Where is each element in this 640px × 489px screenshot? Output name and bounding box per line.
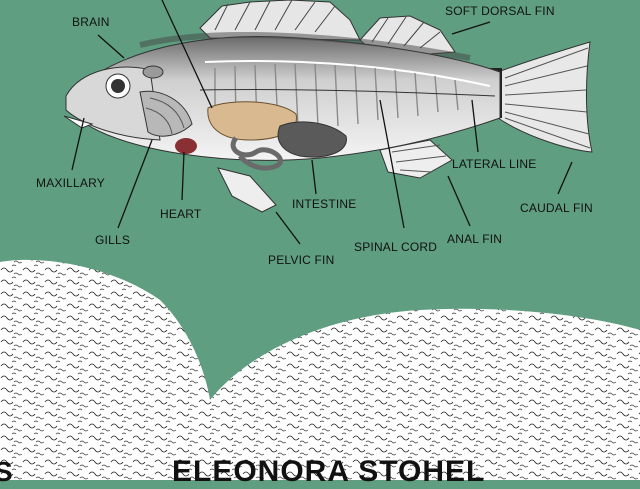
- intestine-coils: [230, 136, 283, 171]
- scribble-pattern-background: [0, 259, 640, 480]
- edge-letter-fragment: S: [0, 456, 13, 487]
- stomach: [277, 121, 347, 158]
- lower-fins: [217, 139, 453, 213]
- label-caudal-fin: CAUDAL FIN: [520, 201, 593, 215]
- gills-arches: [139, 90, 193, 137]
- brain-organ: [142, 65, 164, 79]
- fish-head: [63, 66, 193, 141]
- heart-organ: [175, 138, 197, 154]
- author-name: ELEONORA STOHEL: [172, 455, 486, 488]
- label-soft-dorsal-fin: SOFT DORSAL FIN: [445, 4, 555, 18]
- dorsal-fins: [199, 0, 456, 59]
- label-anal-fin: ANAL FIN: [447, 232, 503, 246]
- label-intestine: INTESTINE: [292, 197, 357, 211]
- label-brain: BRAIN: [72, 15, 110, 29]
- label-gills: GILLS: [95, 233, 131, 247]
- label-lateral-line: LATERAL LINE: [452, 157, 537, 171]
- label-heart: HEART: [160, 207, 202, 221]
- label-maxillary: MAXILLARY: [36, 176, 105, 190]
- label-spinal-cord: SPINAL CORD: [354, 240, 438, 254]
- internal-organs: [142, 65, 347, 171]
- leader-lines: [71, 0, 573, 245]
- label-pelvic-fin: PELVIC FIN: [268, 253, 335, 267]
